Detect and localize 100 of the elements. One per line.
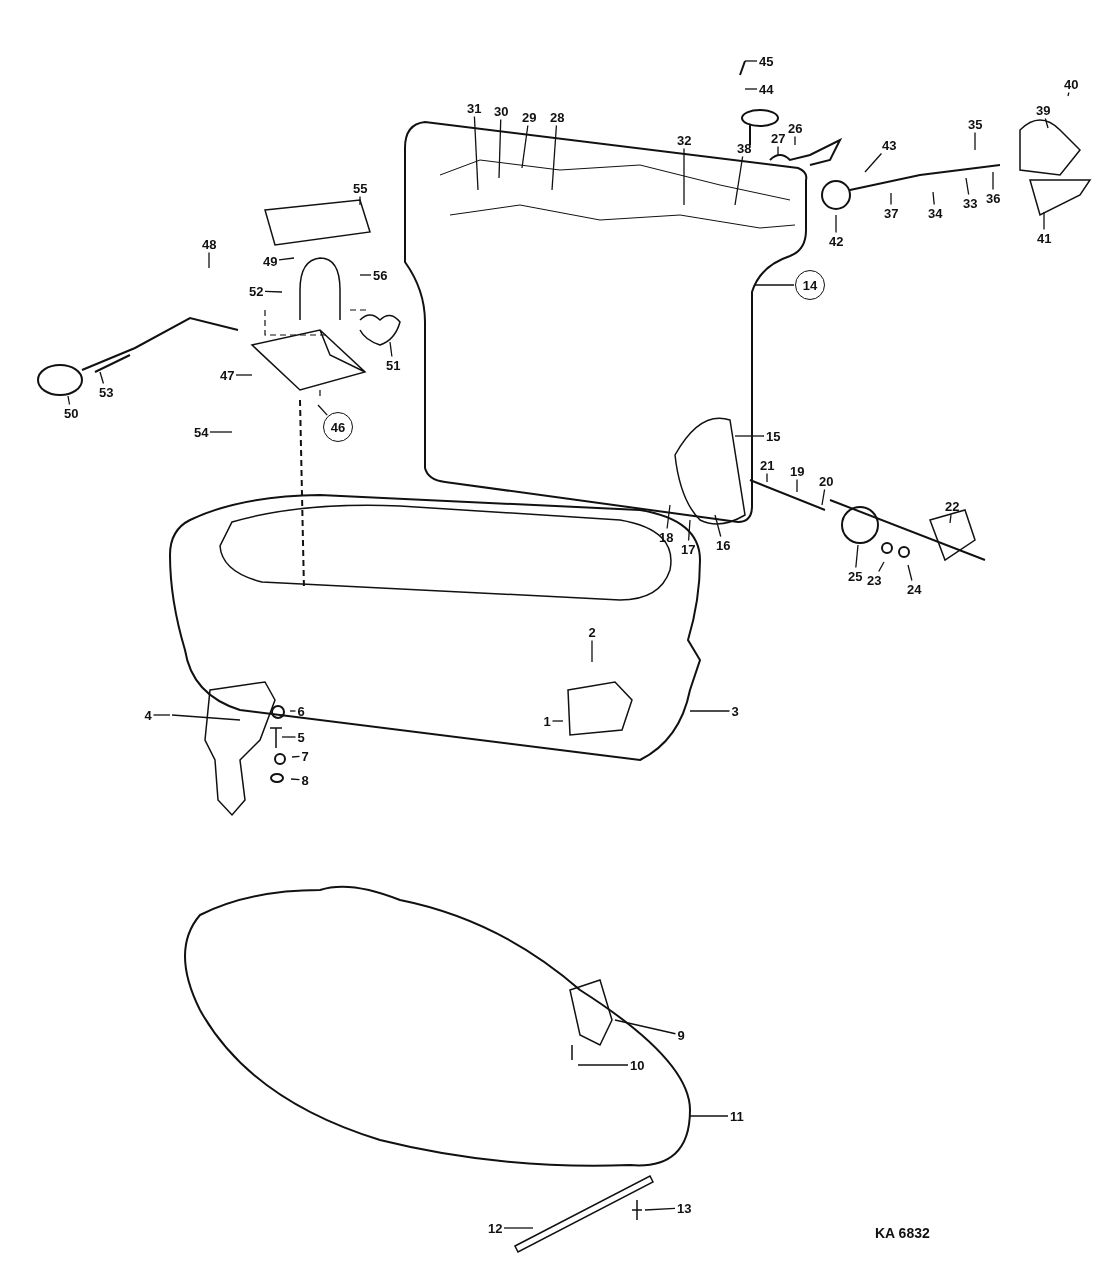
callout-number: 19 — [789, 463, 806, 479]
drawing-number: KA 6832 — [875, 1225, 930, 1241]
callout-number: 50 — [63, 405, 80, 421]
leader-line — [796, 478, 798, 493]
leader-line — [1044, 117, 1049, 129]
leader-line — [689, 1115, 729, 1117]
leader-line — [855, 544, 859, 569]
leader-line — [503, 1227, 534, 1229]
leader-line — [290, 778, 301, 781]
leader-line — [521, 124, 529, 169]
leader-line — [949, 513, 952, 524]
callout-number: 21 — [759, 457, 776, 473]
leader-line — [359, 195, 361, 206]
leader-line — [644, 1207, 676, 1211]
callout-number: 49 — [262, 253, 279, 269]
callout-number: 36 — [985, 190, 1002, 206]
leader-line — [992, 171, 994, 191]
leader-line — [317, 404, 328, 416]
leader-line — [744, 88, 758, 90]
leader-line — [878, 561, 885, 573]
callout-number: 29 — [521, 109, 538, 125]
leader-line — [278, 257, 295, 261]
callout-number: 33 — [962, 195, 979, 211]
leader-line — [864, 152, 883, 173]
callout-number: 18 — [658, 529, 675, 545]
leader-line — [591, 639, 593, 663]
callout-number: 37 — [883, 205, 900, 221]
callout-number: 35 — [967, 116, 984, 132]
callout-number: 26 — [787, 120, 804, 136]
callout-number: 23 — [866, 572, 883, 588]
leader-line — [281, 736, 297, 738]
callout-number: 22 — [944, 498, 961, 514]
leader-line — [1043, 211, 1045, 231]
leader-line — [389, 341, 393, 358]
leader-line — [235, 374, 253, 376]
leader-line — [835, 214, 837, 234]
callout-number: 31 — [466, 100, 483, 116]
callout-number: 24 — [906, 581, 923, 597]
leader-line — [689, 710, 731, 712]
leader-line — [99, 371, 105, 385]
leader-line — [683, 147, 685, 206]
callout-number: 42 — [828, 233, 845, 249]
leader-line — [67, 395, 71, 406]
leader-line — [264, 290, 283, 293]
leader-line — [473, 115, 479, 191]
callout-number: 15 — [765, 428, 782, 444]
callout-number: 30 — [493, 103, 510, 119]
callout-number: 13 — [676, 1200, 693, 1216]
callout-number: 48 — [201, 236, 218, 252]
leader-line — [794, 135, 796, 146]
callout-number: 16 — [715, 537, 732, 553]
leader-line — [932, 191, 935, 206]
callout-number: 38 — [736, 140, 753, 156]
callout-number: 20 — [818, 473, 835, 489]
leader-line — [974, 131, 976, 151]
leader-line — [744, 60, 758, 62]
callout-number: 25 — [847, 568, 864, 584]
leader-line — [734, 435, 765, 437]
callout-number: 40 — [1063, 76, 1080, 92]
callout-number: 11 — [729, 1108, 745, 1124]
leader-line — [734, 155, 744, 206]
callout-number: 7 — [300, 748, 310, 764]
leader-line — [209, 431, 233, 433]
callout-number: 6 — [296, 703, 306, 719]
leader-line — [289, 710, 297, 712]
callout-number: 39 — [1035, 102, 1052, 118]
callout-number: 47 — [219, 367, 236, 383]
leader-line — [1067, 91, 1070, 97]
callout-number: 5 — [296, 729, 306, 745]
leader-line — [359, 274, 372, 276]
callout-number: 55 — [352, 180, 369, 196]
callout-number: 41 — [1036, 230, 1053, 246]
callout-number: 52 — [248, 283, 265, 299]
callout-number: 12 — [487, 1220, 504, 1236]
callout-number: 8 — [300, 772, 310, 788]
callout-number: 45 — [758, 53, 775, 69]
callout-number: 3 — [730, 703, 740, 719]
leader-line — [291, 755, 301, 758]
leader-line — [777, 145, 779, 156]
callout-number: 2 — [587, 624, 597, 640]
leader-line — [614, 1019, 677, 1035]
leader-line — [498, 118, 502, 179]
leader-line — [714, 514, 722, 538]
leader-line — [666, 504, 671, 530]
callout-number: 28 — [549, 109, 566, 125]
callout-number: 27 — [770, 130, 787, 146]
leader-line — [965, 177, 970, 196]
callout-number: 10 — [629, 1057, 646, 1073]
callout-number: 43 — [881, 137, 898, 153]
leader-line — [766, 472, 768, 483]
leader-line — [152, 714, 171, 716]
callout-number: 4 — [143, 707, 153, 723]
callout-number: 56 — [372, 267, 389, 283]
callout-number: 32 — [676, 132, 693, 148]
leader-line — [551, 124, 558, 191]
leader-line — [577, 1064, 629, 1066]
leader-line — [890, 192, 892, 206]
callout-number: 34 — [927, 205, 944, 221]
callout-number: 17 — [680, 541, 697, 557]
leader-line — [687, 519, 691, 542]
